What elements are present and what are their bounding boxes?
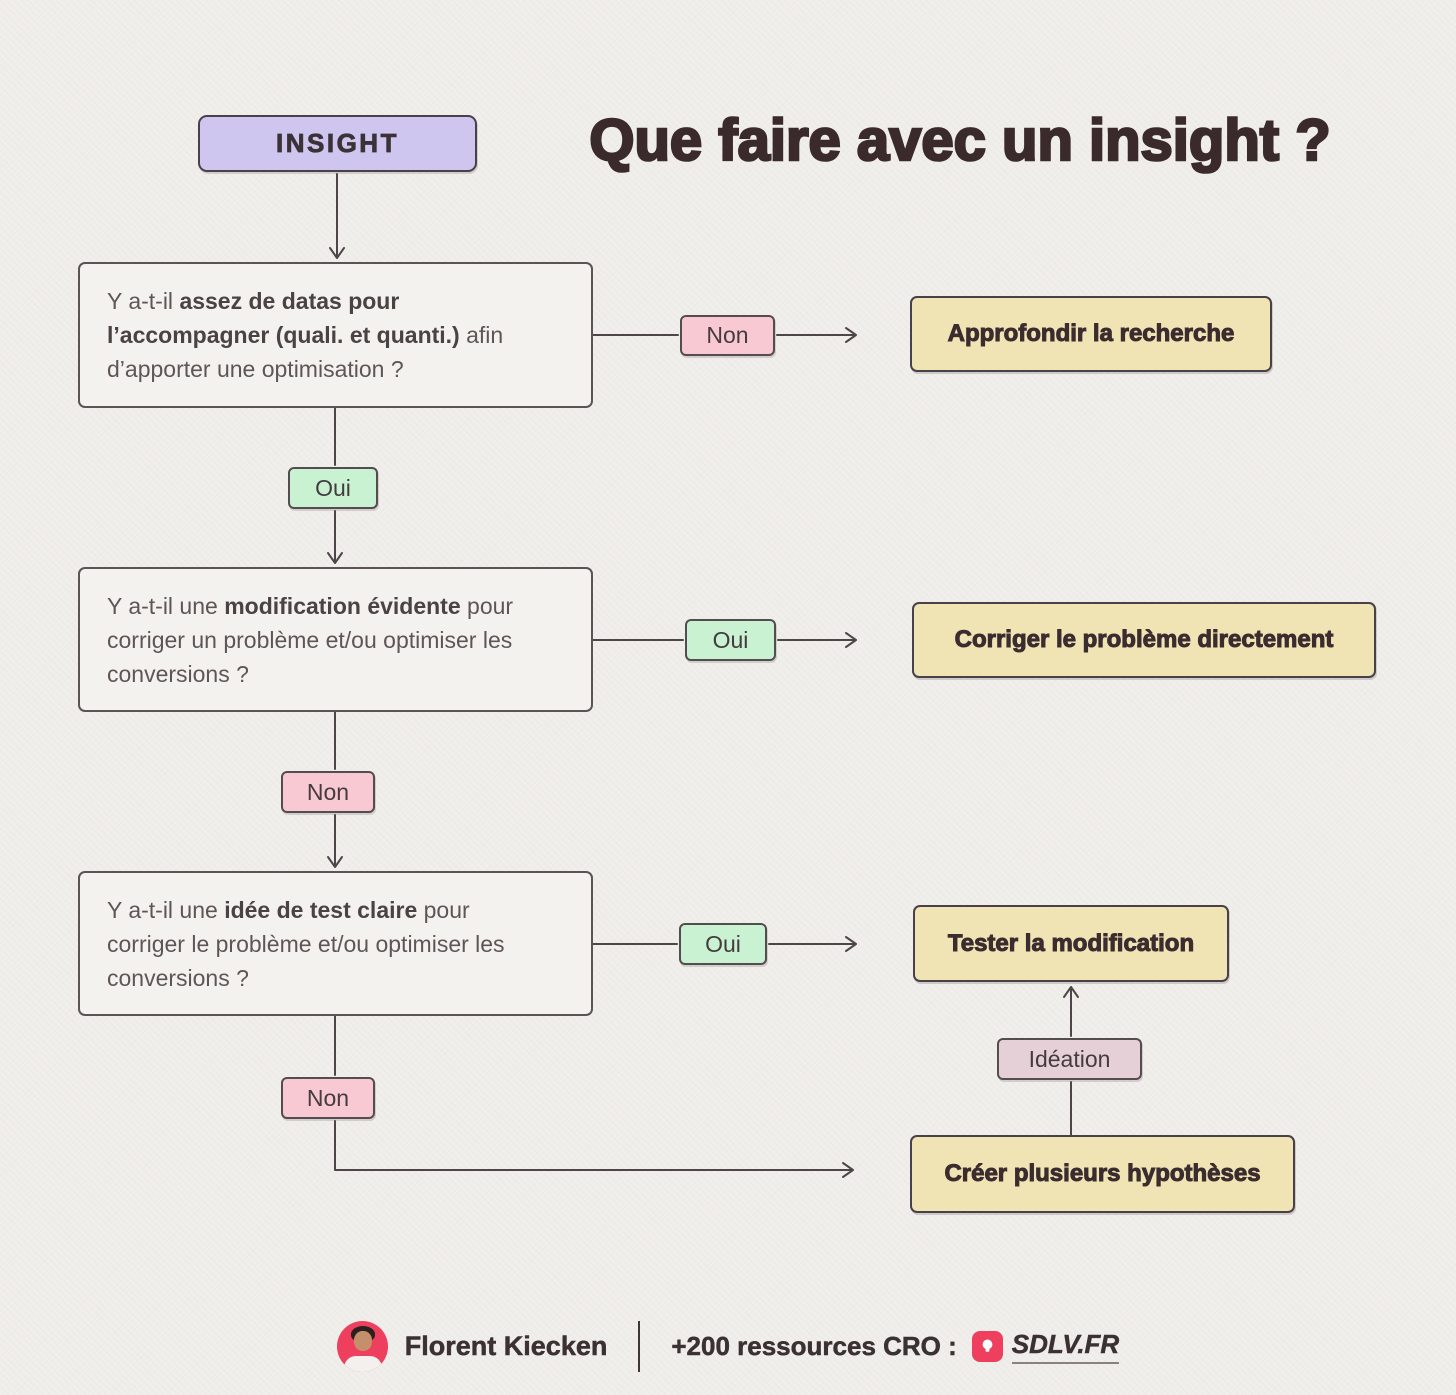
- arrowhead-no-to-research: [845, 327, 857, 343]
- question-2-bold: modification évidente: [224, 592, 461, 619]
- author-name: Florent Kiecken: [404, 1330, 608, 1361]
- arrowhead-yes-to-q2: [327, 552, 343, 564]
- question-enough-data: Y a-t-il assez de datas pour l’accompagn…: [78, 262, 593, 408]
- brand-site-label[interactable]: SDLV.FR: [1012, 1328, 1119, 1364]
- author-avatar: [336, 1320, 388, 1372]
- arrowhead-start-to-q1: [329, 247, 345, 259]
- footer: Florent Kiecken +200 ressources CRO : SD…: [0, 1316, 1456, 1376]
- question-clear-test-idea: Y a-t-il une idée de test claire pour co…: [78, 871, 593, 1016]
- branch-yes-1: Oui: [288, 467, 378, 509]
- arrowhead-yes-to-test: [845, 936, 857, 952]
- footer-divider: [638, 1320, 641, 1372]
- question-2-pre: Y a-t-il une: [107, 592, 225, 619]
- branch-no-3: Non: [281, 1077, 375, 1119]
- action-deepen-research: Approfondir la recherche: [910, 296, 1272, 372]
- action-fix-problem: Corriger le problème directement: [912, 602, 1376, 678]
- lightbulb-icon: [971, 1330, 1003, 1362]
- question-1-bold: assez de datas pour l’accompagner (quali…: [107, 288, 460, 348]
- brand-link[interactable]: SDLV.FR: [971, 1328, 1119, 1364]
- avatar-shirt: [343, 1355, 382, 1372]
- question-3-post: pour corriger le problème et/ou optimise…: [107, 896, 505, 991]
- arrowhead-no-to-q3: [327, 856, 343, 868]
- question-1-post: afin d’apporter une optimisation ?: [107, 322, 504, 382]
- arrowhead-yes-to-fix: [845, 632, 857, 648]
- branch-no-2: Non: [281, 771, 375, 813]
- question-3-pre: Y a-t-il une: [107, 896, 225, 923]
- question-obvious-modification: Y a-t-il une modification évidente pour …: [78, 567, 593, 712]
- page-title: Que faire avec un insight ?: [588, 106, 1332, 174]
- action-create-hypotheses: Créer plusieurs hypothèses: [910, 1135, 1295, 1213]
- arrowhead-ideation-to-test: [1063, 986, 1079, 998]
- resources-label: +200 ressources CRO :: [671, 1330, 957, 1361]
- question-3-bold: idée de test claire: [224, 896, 418, 923]
- arrow-no-to-hypotheses: [334, 1120, 853, 1171]
- branch-yes-2: Oui: [685, 619, 776, 661]
- branch-yes-3: Oui: [679, 923, 767, 965]
- avatar-face: [353, 1330, 372, 1351]
- arrowhead-no-to-hypotheses: [842, 1162, 854, 1178]
- insight-start-node: INSIGHT: [198, 115, 477, 172]
- ideation-step: Idéation: [997, 1038, 1142, 1080]
- question-2-post: pour corriger un problème et/ou optimise…: [107, 592, 514, 687]
- question-1-pre: Y a-t-il: [107, 288, 180, 314]
- action-test-modification: Tester la modification: [913, 905, 1229, 982]
- branch-no-1: Non: [680, 315, 775, 356]
